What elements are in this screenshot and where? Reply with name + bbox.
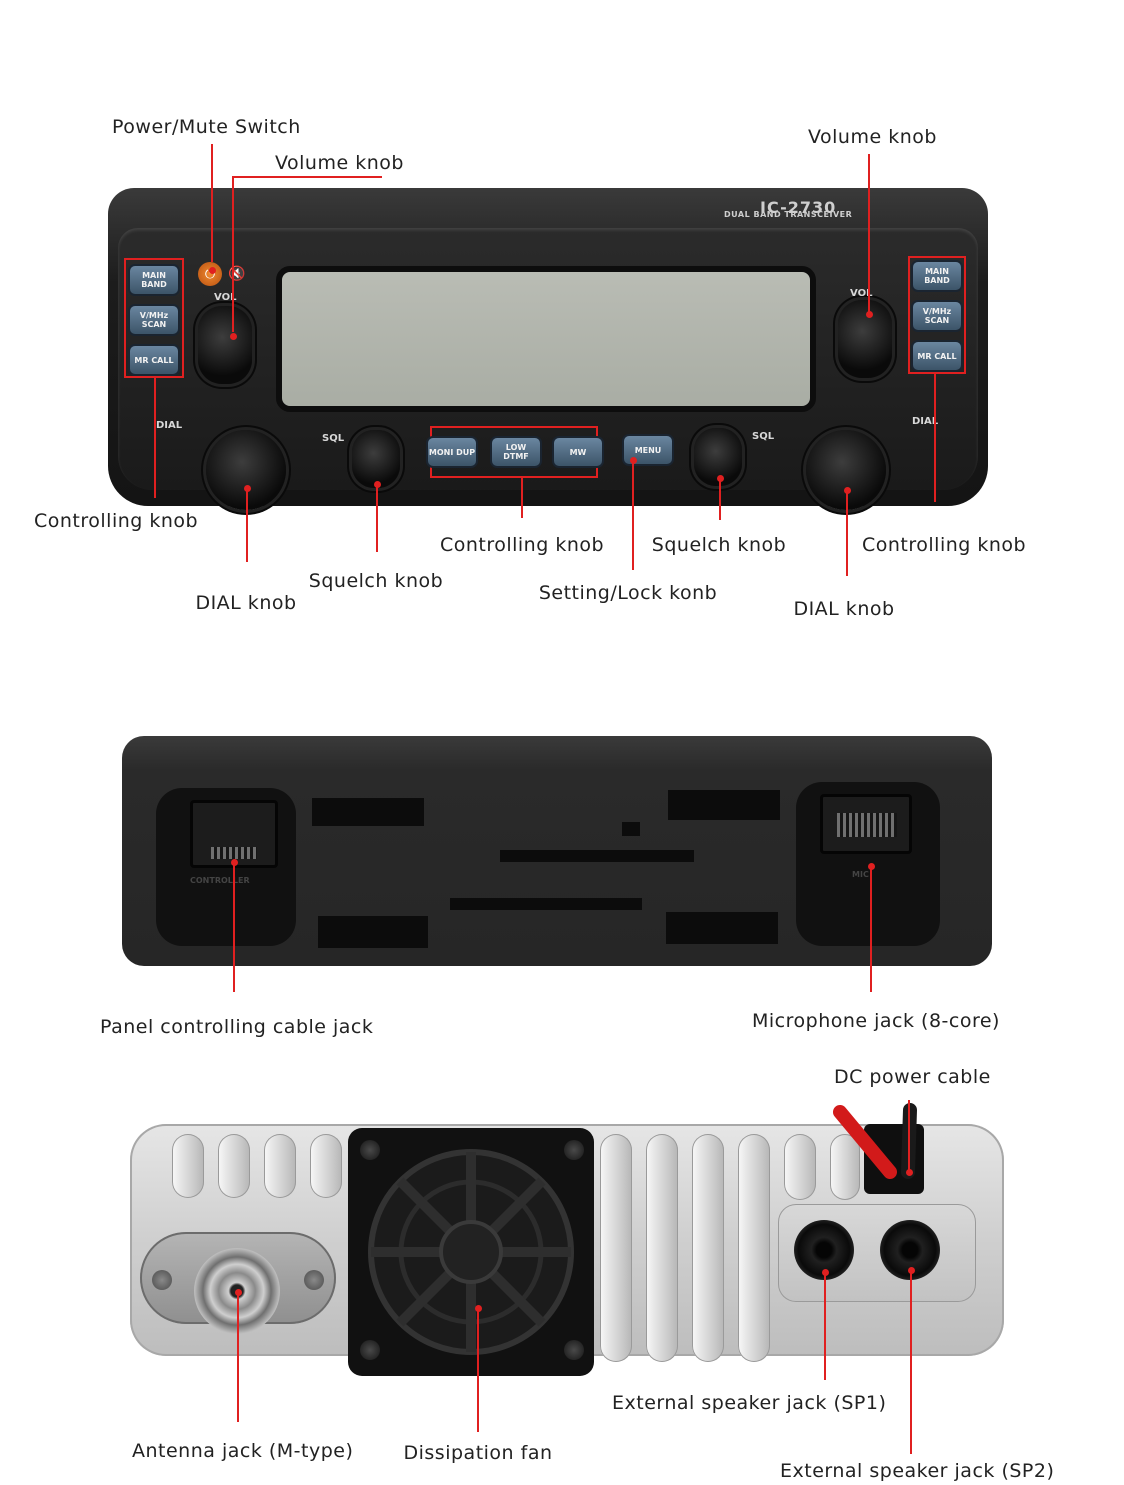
left-buttons-highlight (124, 258, 184, 378)
dial-label-left: DIAL (156, 420, 183, 431)
controller-port-label: CONTROLLER (190, 876, 250, 885)
right-buttons-highlight (908, 256, 966, 374)
setting-lock-knob-label: Setting/Lock konb (538, 582, 718, 604)
dc-power-cable (833, 1103, 917, 1179)
volume-knob-right-label: Volume knob (808, 126, 937, 148)
fan-icon (368, 1149, 574, 1355)
panel-controlling-cable-jack-label: Panel controlling cable jack (100, 1016, 374, 1038)
v-mhz-scan-button-left[interactable]: V/MHz SCAN (128, 304, 180, 336)
power-icon: ⏻ (204, 266, 216, 282)
lcd-display (276, 266, 816, 412)
microphone-jack[interactable] (820, 794, 912, 854)
mw-button[interactable]: MW (552, 436, 604, 468)
mr-call-button-left[interactable]: MR CALL (128, 344, 180, 376)
panel-controlling-cable-jack[interactable] (190, 800, 278, 868)
volume-knob-left[interactable] (198, 306, 252, 384)
model-name: IC-2730 (760, 198, 837, 217)
main-band-button-right[interactable]: MAIN BAND (911, 260, 963, 292)
volume-knob-left-label: Volume knob (275, 152, 404, 174)
power-mute-switch[interactable]: ⏻ (198, 262, 222, 286)
sql-label-left: SQL (322, 433, 345, 444)
controlling-knob-left-label: Controlling knob (34, 510, 199, 532)
moni-dup-button[interactable]: MONI DUP (426, 436, 478, 468)
antenna-jack-label: Antenna jack (M-type) (132, 1440, 354, 1462)
dial-knob-left-label: DIAL knob (195, 592, 297, 614)
squelch-knob-left-label: Squelch knob (308, 570, 444, 592)
mute-icon: 🔇 (228, 266, 246, 282)
dissipation-fan-label: Dissipation fan (403, 1442, 553, 1464)
model-subtitle: DUAL BAND TRANSCEIVER (724, 210, 853, 219)
squelch-knob-right-label: Squelch knob (651, 534, 787, 556)
squelch-knob-left[interactable] (352, 430, 400, 488)
dissipation-fan (348, 1128, 594, 1376)
external-speaker-jack-sp2-label: External speaker jack (SP2) (780, 1460, 1055, 1482)
v-mhz-scan-button-right[interactable]: V/MHz SCAN (911, 300, 963, 332)
dc-power-cable-label: DC power cable (834, 1066, 991, 1088)
controlling-knob-right-label: Controlling knob (862, 534, 1027, 556)
vol-label-left: VOL (214, 292, 237, 303)
controlling-knob-center-label: Controlling knob (439, 534, 605, 556)
microphone-jack-label: Microphone jack (8-core) (752, 1010, 1000, 1032)
sql-label-right: SQL (752, 431, 775, 442)
main-band-button-left[interactable]: MAIN BAND (128, 264, 180, 296)
power-mute-switch-label: Power/Mute Switch (112, 116, 301, 138)
dial-label-right: DIAL (912, 416, 939, 427)
dial-knob-right-label: DIAL knob (793, 598, 895, 620)
external-speaker-jack-sp1-label: External speaker jack (SP1) (612, 1392, 887, 1414)
mr-call-button-right[interactable]: MR CALL (911, 340, 963, 372)
low-dtmf-button[interactable]: LOW DTMF (490, 436, 542, 468)
mic-port-label: MIC (852, 870, 869, 879)
volume-knob-right[interactable] (838, 300, 892, 378)
vol-label-right: VOL (850, 288, 873, 299)
